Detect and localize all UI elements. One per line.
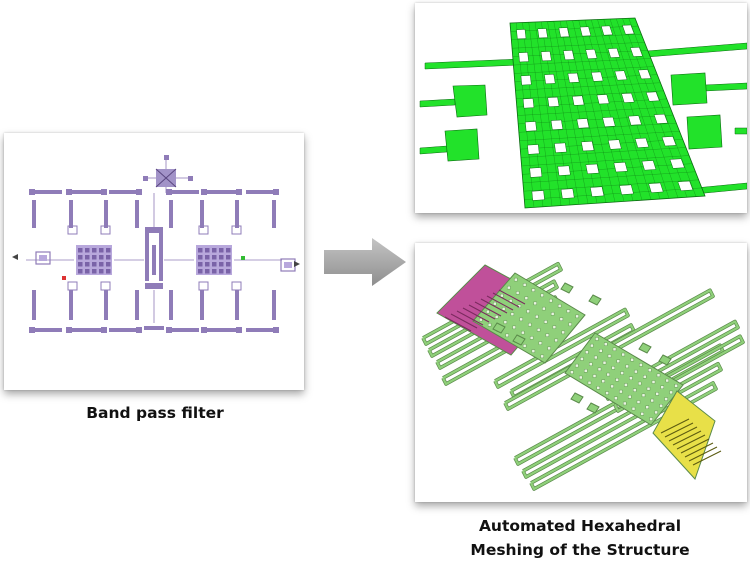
schematic-caption: Band pass filter — [86, 404, 224, 422]
mesh-3d-drawing — [421, 261, 745, 491]
hex-mesh-3d-view — [415, 243, 747, 502]
mesh-caption-line-2: Meshing of the Structure — [470, 541, 690, 559]
hex-mesh-top-view — [415, 3, 747, 213]
schematic-drawing — [12, 155, 300, 333]
mesh-caption: Automated Hexahedral Meshing of the Stru… — [430, 514, 730, 562]
mesh-top-drawing — [419, 17, 747, 209]
right-arrow-icon — [322, 238, 408, 286]
band-pass-filter-schematic — [4, 133, 304, 390]
mesh-caption-line-1: Automated Hexahedral — [478, 517, 682, 535]
